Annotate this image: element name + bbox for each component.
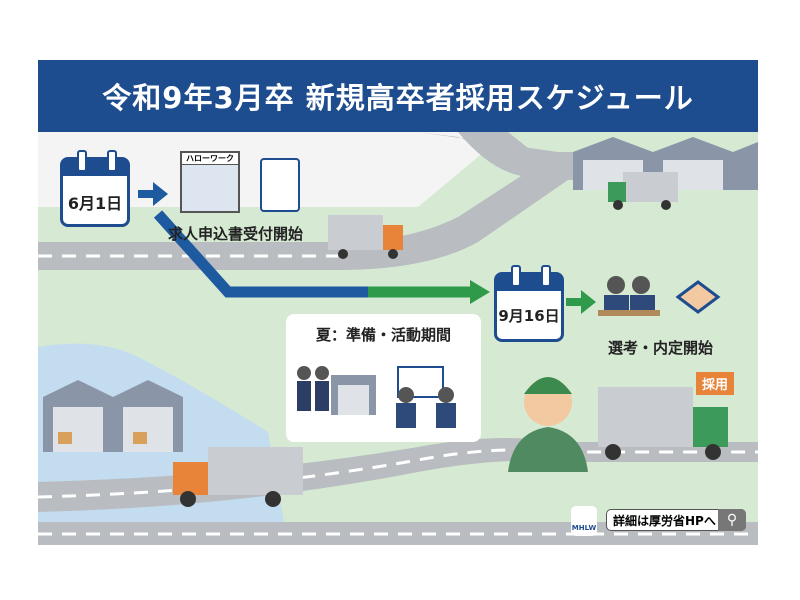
mhlw-logo: MHLW — [571, 506, 597, 536]
scene-background — [38, 132, 758, 545]
truck-icon — [328, 215, 403, 259]
document-icon — [260, 158, 300, 212]
students-illustration — [297, 366, 456, 428]
page-title: 令和9年3月卒 新規高卒者採用スケジュール — [38, 60, 758, 132]
step2-label: 夏：準備・活動期間 — [315, 326, 451, 344]
step3-label: 選考・内定開始 — [608, 339, 714, 357]
search-icon[interactable]: ⚲ — [718, 509, 746, 531]
calendar-icon: 6月1日 — [60, 150, 130, 227]
calendar-icon: 9月16日 — [494, 265, 564, 342]
link-label: 詳細は厚労省HPへ — [613, 513, 716, 528]
step1-label: 求人申込書受付開始 — [168, 225, 304, 243]
step1-date: 6月1日 — [67, 194, 123, 213]
office-building-icon: ハローワーク — [180, 151, 240, 213]
office-sign: ハローワーク — [182, 153, 238, 165]
hiring-flag: 採用 — [696, 372, 735, 395]
summer-box: 夏：準備・活動期間 — [286, 314, 481, 442]
step3-date: 9月16日 — [498, 307, 560, 325]
mhlw-link-button[interactable]: 詳細は厚労省HPへ ⚲ — [606, 509, 746, 531]
worker-illustration — [508, 377, 588, 472]
infographic: 令和9年3月卒 新規高卒者採用スケジュール 6月1日 ハローワーク 求人申込書受… — [38, 60, 758, 545]
